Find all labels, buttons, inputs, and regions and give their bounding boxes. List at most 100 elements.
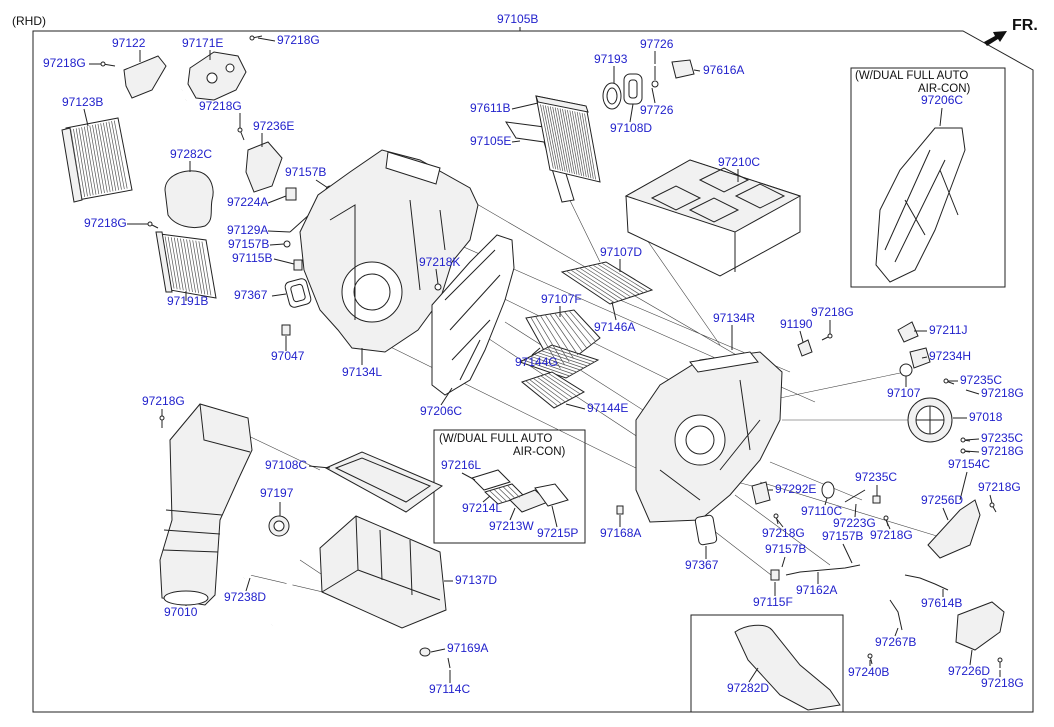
part-label-97129a[interactable]: 97129A <box>227 223 269 237</box>
part-label-97726[interactable]: 97726 <box>640 37 674 51</box>
hatch-line <box>86 126 100 195</box>
part-label-97114c[interactable]: 97114C <box>429 682 471 696</box>
part-label-97206c[interactable]: 97206C <box>921 93 964 107</box>
part-label-97256d[interactable]: 97256D <box>921 493 964 507</box>
part-label-97107[interactable]: 97107 <box>887 386 921 400</box>
part-label-97218g[interactable]: 97218G <box>84 216 127 230</box>
part-label-97218g[interactable]: 97218G <box>981 676 1024 690</box>
screw-97114C <box>447 657 451 669</box>
part-label-97107f[interactable]: 97107F <box>541 292 582 306</box>
part-label-97238d[interactable]: 97238D <box>224 590 267 604</box>
part-label-97122[interactable]: 97122 <box>112 36 146 50</box>
part-label-97193[interactable]: 97193 <box>594 52 628 66</box>
part-label-97235c[interactable]: 97235C <box>981 431 1024 445</box>
part-label-97047[interactable]: 97047 <box>271 349 305 363</box>
part-label-97218g[interactable]: 97218G <box>43 56 86 70</box>
part-label-97282d[interactable]: 97282D <box>727 681 770 695</box>
part-label-97211j[interactable]: 97211J <box>929 323 968 337</box>
part-label-97282c[interactable]: 97282C <box>170 147 213 161</box>
hatch-line <box>533 377 566 403</box>
part-label-97157b[interactable]: 97157B <box>228 237 270 251</box>
hatch-line <box>70 129 83 198</box>
part-label-97197[interactable]: 97197 <box>260 486 294 500</box>
motor-97018 <box>907 397 953 443</box>
part-label-97224a[interactable]: 97224A <box>227 195 269 209</box>
part-label-97171e[interactable]: 97171E <box>182 36 224 50</box>
part-label-97226d[interactable]: 97226D <box>948 664 991 678</box>
hatch-line <box>566 270 615 303</box>
part-label-97218k[interactable]: 97218K <box>419 255 461 269</box>
hatch-line <box>536 376 570 401</box>
hatch-line <box>571 110 585 177</box>
part-label-97216l[interactable]: 97216L <box>441 458 482 472</box>
part-label-97107d[interactable]: 97107D <box>600 245 643 259</box>
door-97107D <box>560 261 654 305</box>
part-label-97235c[interactable]: 97235C <box>855 470 898 484</box>
bracket-97122 <box>123 55 167 99</box>
hatch-line <box>526 357 574 375</box>
part-label-97218g[interactable]: 97218G <box>277 33 320 47</box>
screw-97218K <box>434 283 442 291</box>
part-label-97218g[interactable]: 97218G <box>978 480 1021 494</box>
part-label-97105b[interactable]: 97105B <box>497 12 539 26</box>
part-label-97162a[interactable]: 97162A <box>796 583 838 597</box>
part-label-97191b[interactable]: 97191B <box>167 294 209 308</box>
part-label-97144e[interactable]: 97144E <box>587 401 629 415</box>
part-label-97168a[interactable]: 97168A <box>600 526 642 540</box>
part-label-97616a[interactable]: 97616A <box>703 63 745 77</box>
part-label-97367[interactable]: 97367 <box>685 558 719 572</box>
part-label-97018[interactable]: 97018 <box>969 410 1003 424</box>
part-label-97210c[interactable]: 97210C <box>718 155 761 169</box>
part-label-97267b[interactable]: 97267B <box>875 635 917 649</box>
part-label-97218g[interactable]: 97218G <box>981 444 1024 458</box>
part-label-97110c[interactable]: 97110C <box>801 504 843 518</box>
part-label-97726[interactable]: 97726 <box>640 103 674 117</box>
part-label-97206c[interactable]: 97206C <box>420 404 463 418</box>
part-label-97234h[interactable]: 97234H <box>929 349 972 363</box>
part-label-97115f[interactable]: 97115F <box>753 595 793 609</box>
part-label-97218g[interactable]: 97218G <box>762 526 805 540</box>
radiator-97191B <box>155 231 217 299</box>
part-label-97137d[interactable]: 97137D <box>455 573 498 587</box>
part-label-97157b[interactable]: 97157B <box>822 529 864 543</box>
part-label-97236e[interactable]: 97236E <box>253 119 295 133</box>
hatch-line <box>530 356 577 373</box>
part-label-97169a[interactable]: 97169A <box>447 641 489 655</box>
part-label-97146a[interactable]: 97146A <box>594 320 636 334</box>
part-label-97157b[interactable]: 97157B <box>765 542 807 556</box>
part-label-97213w[interactable]: 97213W <box>489 519 534 533</box>
front-arrow-icon <box>984 31 1007 46</box>
part-label-97214l[interactable]: 97214L <box>462 501 503 515</box>
part-label-97144g[interactable]: 97144G <box>515 355 558 369</box>
hatch-line <box>588 265 636 296</box>
hatch-line <box>73 128 86 197</box>
part-label-97134l[interactable]: 97134L <box>342 365 383 379</box>
part-label-97115b[interactable]: 97115B <box>232 251 273 265</box>
part-label-97123b[interactable]: 97123B <box>62 95 104 109</box>
part-label-97367[interactable]: 97367 <box>234 288 268 302</box>
part-label-97218g[interactable]: 97218G <box>981 386 1024 400</box>
part-label-97218g[interactable]: 97218G <box>199 99 242 113</box>
part-label-97134r[interactable]: 97134R <box>713 311 756 325</box>
part-label-97235c[interactable]: 97235C <box>960 373 1003 387</box>
housing-left <box>299 149 479 353</box>
part-label-97157b[interactable]: 97157B <box>285 165 327 179</box>
part-label-97223g[interactable]: 97223G <box>833 516 876 530</box>
part-label-97108c[interactable]: 97108C <box>265 458 308 472</box>
part-label-97218g[interactable]: 97218G <box>142 394 185 408</box>
part-label-97105e[interactable]: 97105E <box>470 134 512 148</box>
part-label-97240b[interactable]: 97240B <box>848 665 890 679</box>
part-label-97218g[interactable]: 97218G <box>811 305 854 319</box>
part-label-97611b[interactable]: 97611B <box>470 101 511 115</box>
part-label-97215p[interactable]: 97215P <box>537 526 579 540</box>
part-label-91190[interactable]: 91190 <box>780 317 813 331</box>
part-label-97108d[interactable]: 97108D <box>610 121 653 135</box>
part-label-97154c[interactable]: 97154C <box>948 457 991 471</box>
hatch-line <box>192 240 203 294</box>
part-label-97614b[interactable]: 97614B <box>921 596 963 610</box>
part-label-97292e[interactable]: 97292E <box>775 482 817 496</box>
part-label-97010[interactable]: 97010 <box>164 605 198 619</box>
hatch-line <box>201 241 212 296</box>
part-label-97218g[interactable]: 97218G <box>870 528 913 542</box>
